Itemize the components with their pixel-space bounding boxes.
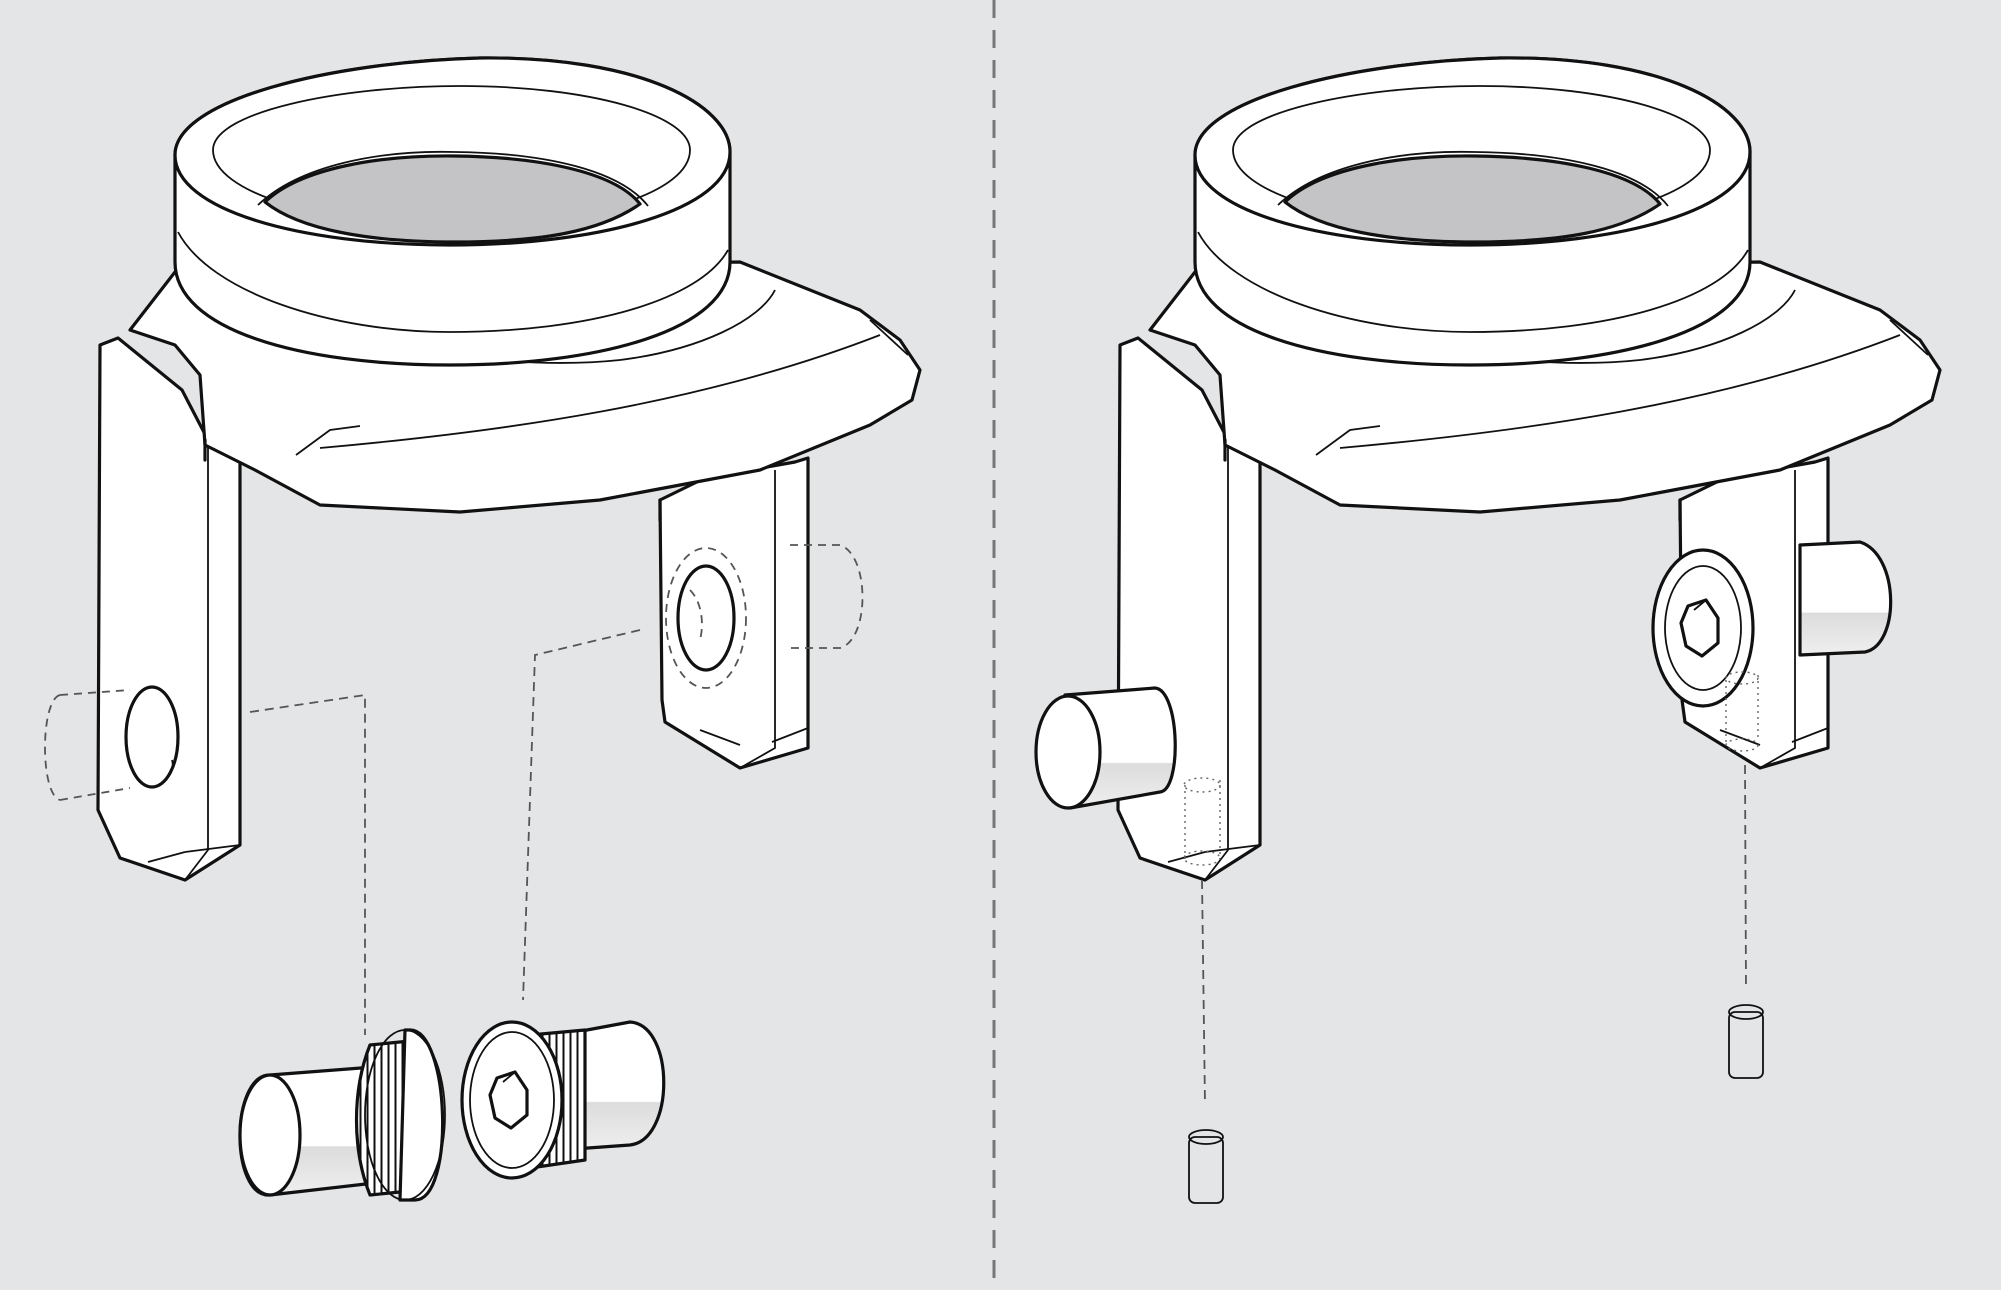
left-panel-exploded: [44, 56, 922, 1202]
leader-line-right-screw: [1744, 764, 1747, 991]
left-leg-bore-hole: [124, 685, 180, 789]
right-leg-bore-hole: [676, 564, 736, 672]
right-panel-assembled: [1034, 56, 1942, 1204]
threaded-pin-right: [460, 1020, 666, 1180]
threaded-pin-left: [238, 1028, 446, 1202]
pin-right-assembled: [1798, 540, 1893, 657]
leader-line-right-pin: [522, 629, 641, 1001]
leader-line-left-pin: [249, 693, 366, 1035]
leader-line-left-screw: [1201, 879, 1206, 1106]
pin-left-assembled: [1034, 686, 1177, 810]
